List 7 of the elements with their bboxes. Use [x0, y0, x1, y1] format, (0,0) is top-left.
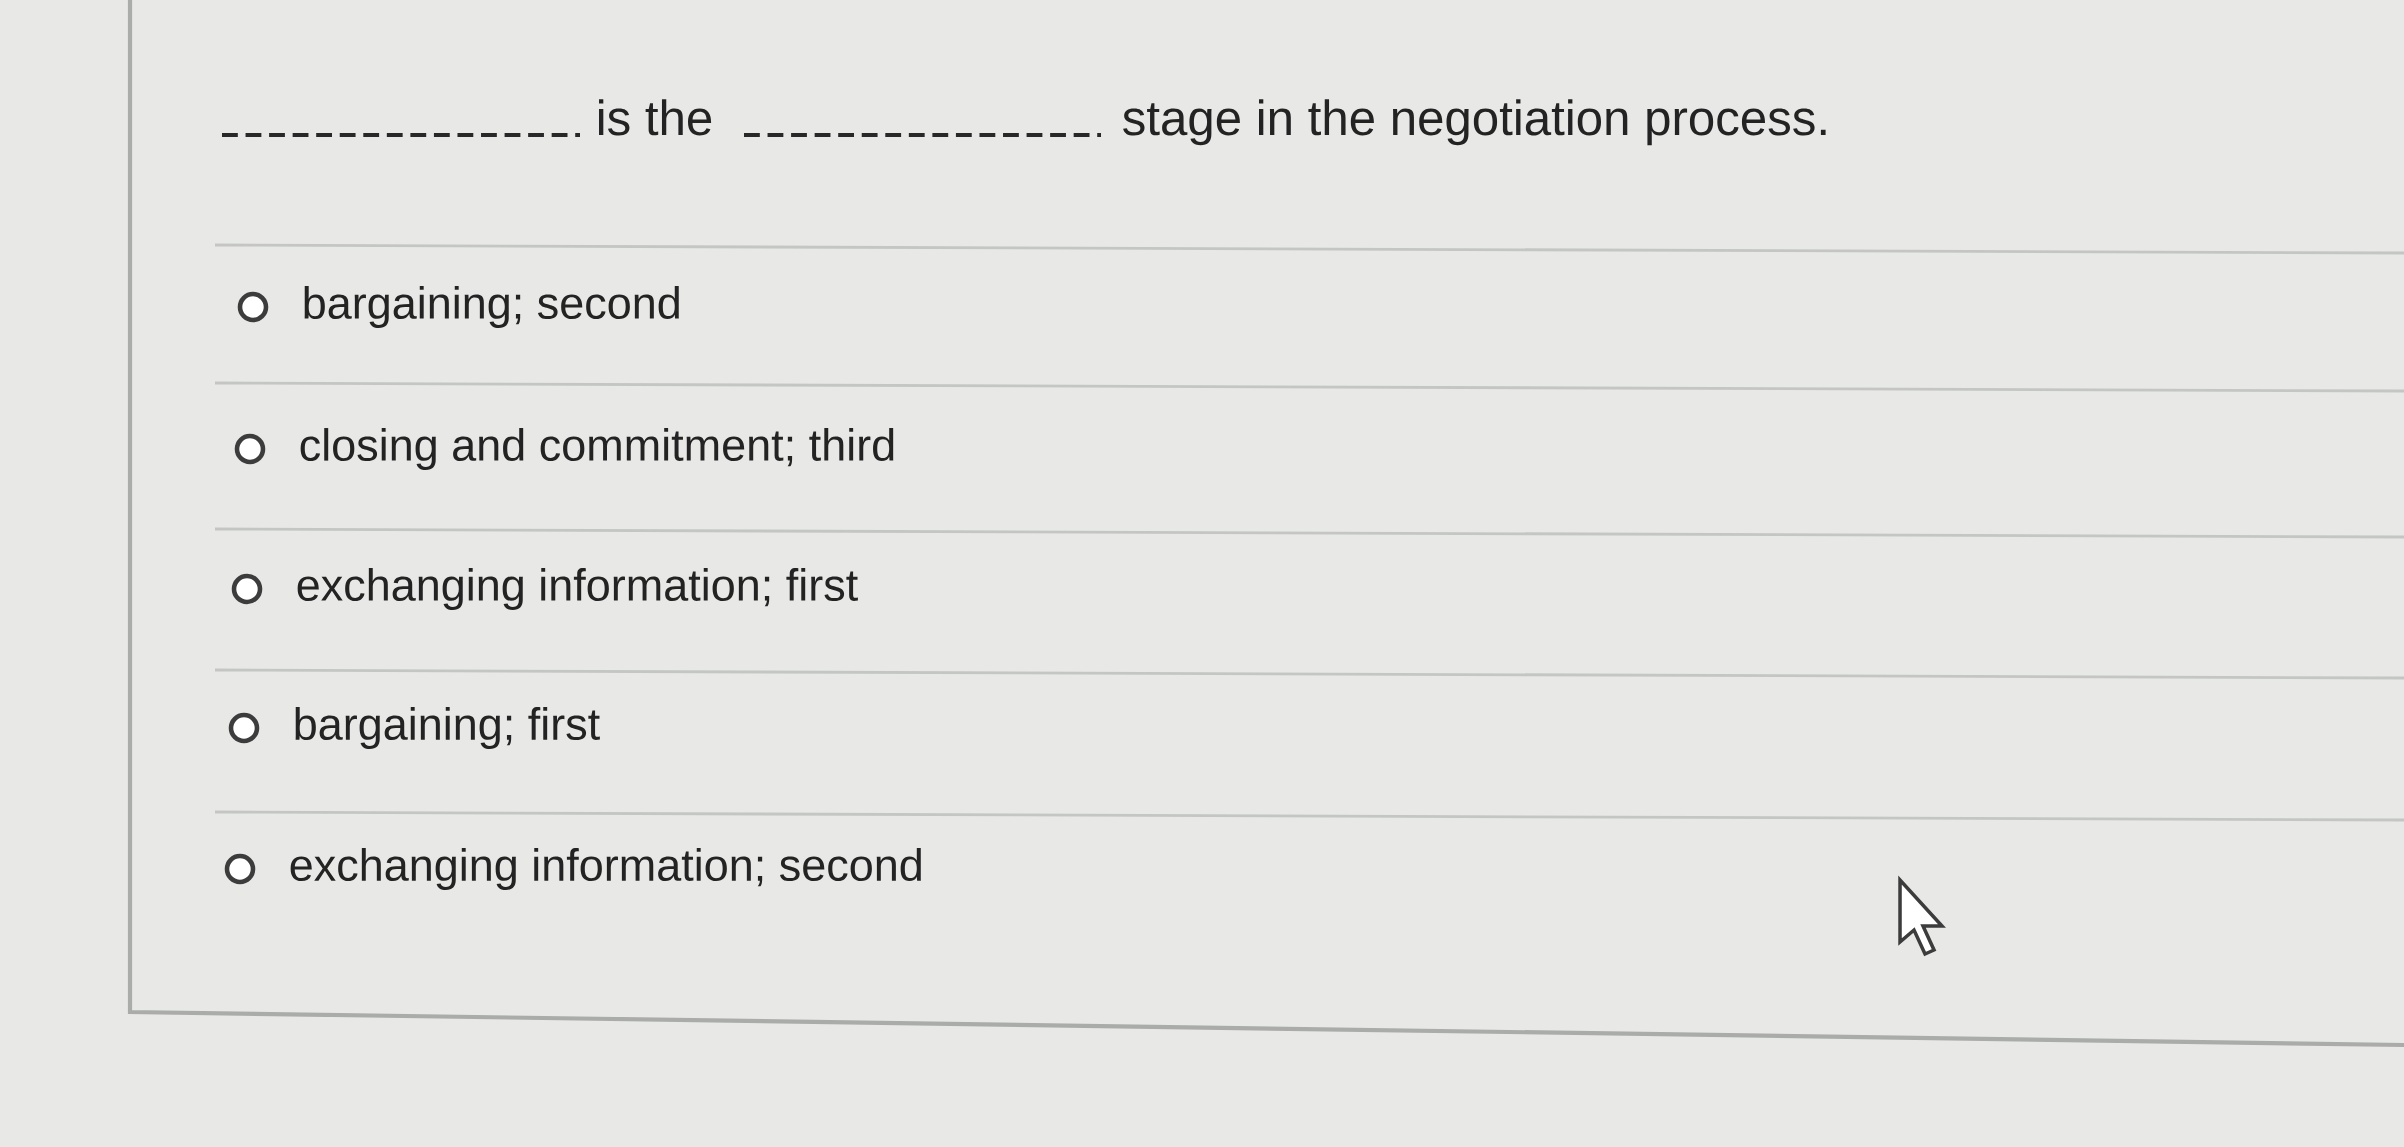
option-text: exchanging information; first	[297, 568, 858, 610]
question-text: is the	[599, 99, 712, 136]
question-text: stage in the negotiation process.	[1123, 99, 1826, 146]
option-text: bargaining; first	[295, 707, 600, 749]
option-text: closing and commitment; third	[300, 428, 894, 470]
option-text: exchanging information; second	[290, 848, 921, 890]
option-text: bargaining; second	[304, 286, 679, 328]
